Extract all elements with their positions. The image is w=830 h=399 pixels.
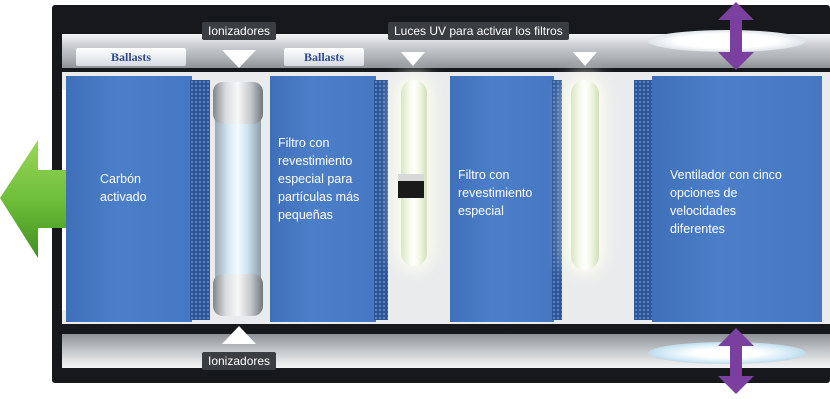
ionizer-cap-bottom — [213, 274, 263, 316]
ionizer-cap-top — [213, 82, 263, 124]
carbon-filter-panel: Carbón activado — [66, 76, 192, 322]
special-filter-label: Filtro con revestimiento especial — [458, 168, 533, 218]
ionizers-top-label: Ionizadores — [202, 22, 277, 40]
purple-bidirectional-arrow-icon — [716, 328, 756, 399]
fine-particle-filter-side — [374, 80, 388, 320]
special-filter-panel: Filtro con revestimiento especial — [450, 76, 554, 322]
fan-panel-side — [634, 80, 654, 320]
ionizer-pointer-top — [222, 50, 256, 68]
uv-pointer-right — [573, 52, 597, 66]
special-filter-side — [552, 80, 562, 320]
carbon-filter-side — [190, 80, 210, 320]
carbon-filter-label: Carbón activado — [100, 172, 147, 204]
uv-lamp-left — [401, 80, 427, 266]
fan-label: Ventilador con cinco opciones de velocid… — [670, 168, 782, 236]
ballast-left-label: Ballasts — [76, 48, 186, 66]
ionizer-pointer-bottom — [222, 326, 256, 344]
ionizers-bottom-label: Ionizadores — [202, 352, 277, 370]
sensor-square — [398, 174, 424, 198]
fine-particle-filter-panel: Filtro con revestimiento especial para p… — [270, 76, 376, 322]
uv-pointer-left — [401, 52, 425, 66]
uv-lights-label: Luces UV para activar los filtros — [388, 22, 569, 40]
fan-panel: Ventilador con cinco opciones de velocid… — [652, 76, 822, 322]
uv-lamp-right — [571, 80, 599, 270]
ballast-right-label: Ballasts — [284, 48, 364, 66]
fine-particle-filter-label: Filtro con revestimiento especial para p… — [278, 136, 360, 222]
purple-bidirectional-arrow-icon — [716, 2, 756, 75]
top-vent — [648, 30, 806, 52]
green-arrow-left-icon — [0, 140, 72, 265]
bottom-vent — [648, 342, 806, 364]
